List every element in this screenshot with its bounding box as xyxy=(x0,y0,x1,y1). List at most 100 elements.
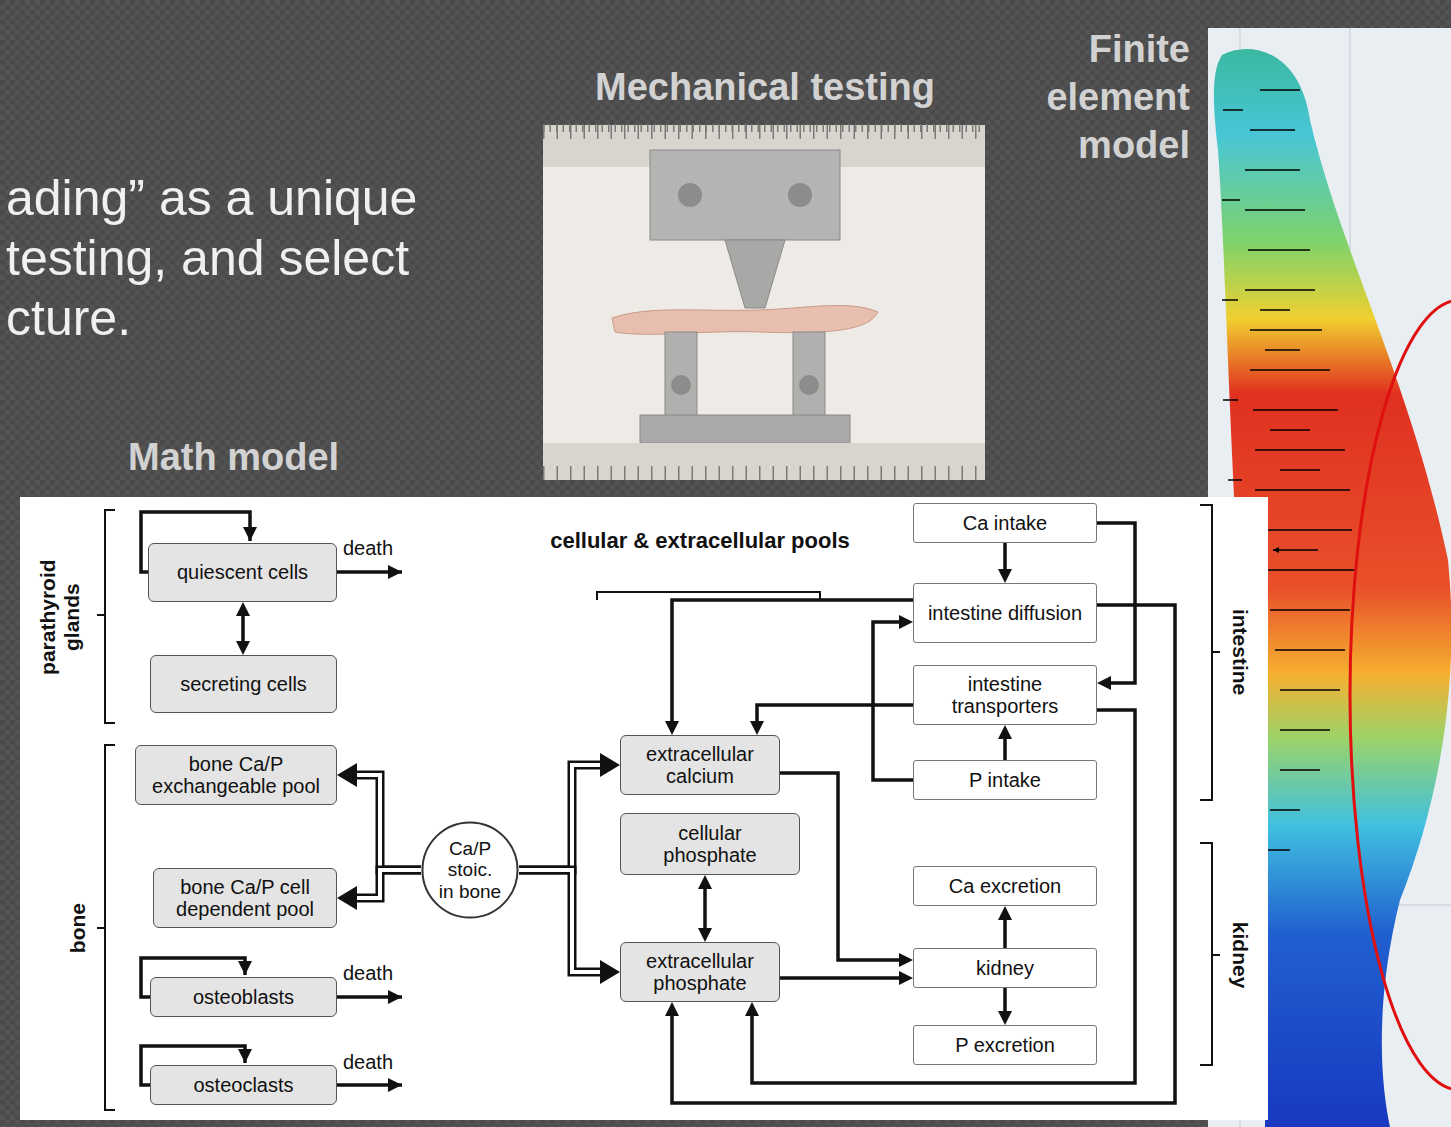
connector xyxy=(780,773,913,967)
connector-line xyxy=(356,870,421,898)
process-box: Ca excretion xyxy=(913,866,1097,906)
box-text: cellular phosphate xyxy=(629,822,791,867)
text-label: death xyxy=(343,962,423,985)
connector-line xyxy=(1003,738,1007,760)
process-box: secreting cells xyxy=(150,655,337,713)
box-text: extracellular phosphate xyxy=(629,950,771,995)
connector xyxy=(780,971,913,985)
box-text: bone Ca/P cell dependent pool xyxy=(162,876,328,921)
connector-line xyxy=(873,622,913,780)
process-box: kidney xyxy=(913,948,1097,988)
side-label: intestine xyxy=(1228,552,1252,752)
connector-line xyxy=(1097,523,1135,683)
arrowhead xyxy=(698,875,712,889)
connector xyxy=(873,615,913,780)
connector xyxy=(236,602,250,655)
connector xyxy=(698,875,712,942)
text-label: cellular & extracellular pools xyxy=(530,528,870,553)
box-text: osteoclasts xyxy=(193,1074,293,1096)
diagram-panel xyxy=(20,497,1268,1120)
connector-line xyxy=(519,765,601,870)
connector xyxy=(337,870,421,910)
arrowhead xyxy=(998,569,1012,583)
connector-line xyxy=(519,870,601,972)
connector xyxy=(998,543,1012,583)
arrowhead xyxy=(998,906,1012,920)
side-label: parathyroid glands xyxy=(36,542,84,692)
box-text: intestine transporters xyxy=(922,673,1088,718)
text-label: death xyxy=(343,537,423,560)
arrowhead xyxy=(745,1002,759,1016)
side-label: kidney xyxy=(1228,895,1252,1015)
arrowhead xyxy=(337,763,357,787)
box-text: Ca/P stoic. in bone xyxy=(439,838,502,902)
process-box: cellular phosphate xyxy=(620,813,800,875)
side-label: bone xyxy=(66,888,90,968)
box-text: bone Ca/P exchangeable pool xyxy=(144,753,328,798)
box-text: Ca excretion xyxy=(949,875,1061,897)
arrowhead xyxy=(236,641,250,655)
box-text: quiescent cells xyxy=(177,561,308,583)
process-box: P excretion xyxy=(913,1025,1097,1065)
connector xyxy=(998,725,1012,760)
arrowhead xyxy=(750,721,764,735)
brackets xyxy=(97,505,1220,1110)
process-box: intestine transporters xyxy=(913,665,1097,725)
text-label: death xyxy=(343,1051,423,1074)
connector-line xyxy=(780,976,900,980)
connector-line xyxy=(703,888,707,929)
connector-line xyxy=(757,705,913,722)
arrowhead xyxy=(998,725,1012,739)
arrowhead xyxy=(665,721,679,735)
process-box: Ca intake xyxy=(913,503,1097,543)
connector xyxy=(519,753,620,870)
connector-line xyxy=(672,600,913,722)
arrowhead xyxy=(600,753,620,777)
text-label: Math model xyxy=(128,436,388,480)
arrowhead xyxy=(337,886,357,910)
connector-line xyxy=(752,710,1135,1083)
connector-line xyxy=(519,765,601,870)
process-box: intestine diffusion xyxy=(913,583,1097,643)
circle-shape xyxy=(422,822,517,917)
text-label: Mechanical testing xyxy=(555,66,975,110)
process-box: bone Ca/P cell dependent pool xyxy=(153,868,337,928)
box-text: P excretion xyxy=(955,1034,1055,1056)
connector xyxy=(998,906,1012,948)
box-text: secreting cells xyxy=(180,673,307,695)
connector xyxy=(750,705,913,735)
box-text: P intake xyxy=(969,769,1041,791)
arrowhead xyxy=(998,1011,1012,1025)
box-text: Ca intake xyxy=(963,512,1048,534)
box-text: extracellular calcium xyxy=(629,743,771,788)
connector-line xyxy=(356,775,421,870)
process-box: quiescent cells xyxy=(148,543,337,602)
connector-line xyxy=(241,615,245,642)
process-box: osteoclasts xyxy=(150,1065,337,1105)
box-text: intestine diffusion xyxy=(928,602,1082,624)
arrowhead xyxy=(698,928,712,942)
arrowhead xyxy=(899,615,913,629)
connector xyxy=(745,710,1135,1083)
connector-line xyxy=(356,775,421,870)
text-label: Finite element model xyxy=(1015,25,1190,169)
connector-line xyxy=(356,870,421,898)
process-box: osteoblasts xyxy=(150,977,337,1017)
connector xyxy=(665,600,913,735)
arrowhead xyxy=(600,960,620,984)
connector xyxy=(519,870,620,984)
box-text: osteoblasts xyxy=(193,986,294,1008)
process-box: extracellular calcium xyxy=(620,735,780,795)
arrowhead xyxy=(236,602,250,616)
process-box: extracellular phosphate xyxy=(620,942,780,1002)
arrowhead xyxy=(1097,676,1111,690)
text-label: ading” as a unique testing, and select c… xyxy=(6,168,526,348)
connector-line xyxy=(1003,988,1007,1012)
connector-line xyxy=(1003,543,1007,570)
box-text: kidney xyxy=(976,957,1034,979)
connector xyxy=(337,763,421,870)
connector-line xyxy=(519,870,601,972)
process-box: bone Ca/P exchangeable pool xyxy=(135,745,337,805)
connector xyxy=(998,988,1012,1025)
test-photo xyxy=(543,125,985,480)
